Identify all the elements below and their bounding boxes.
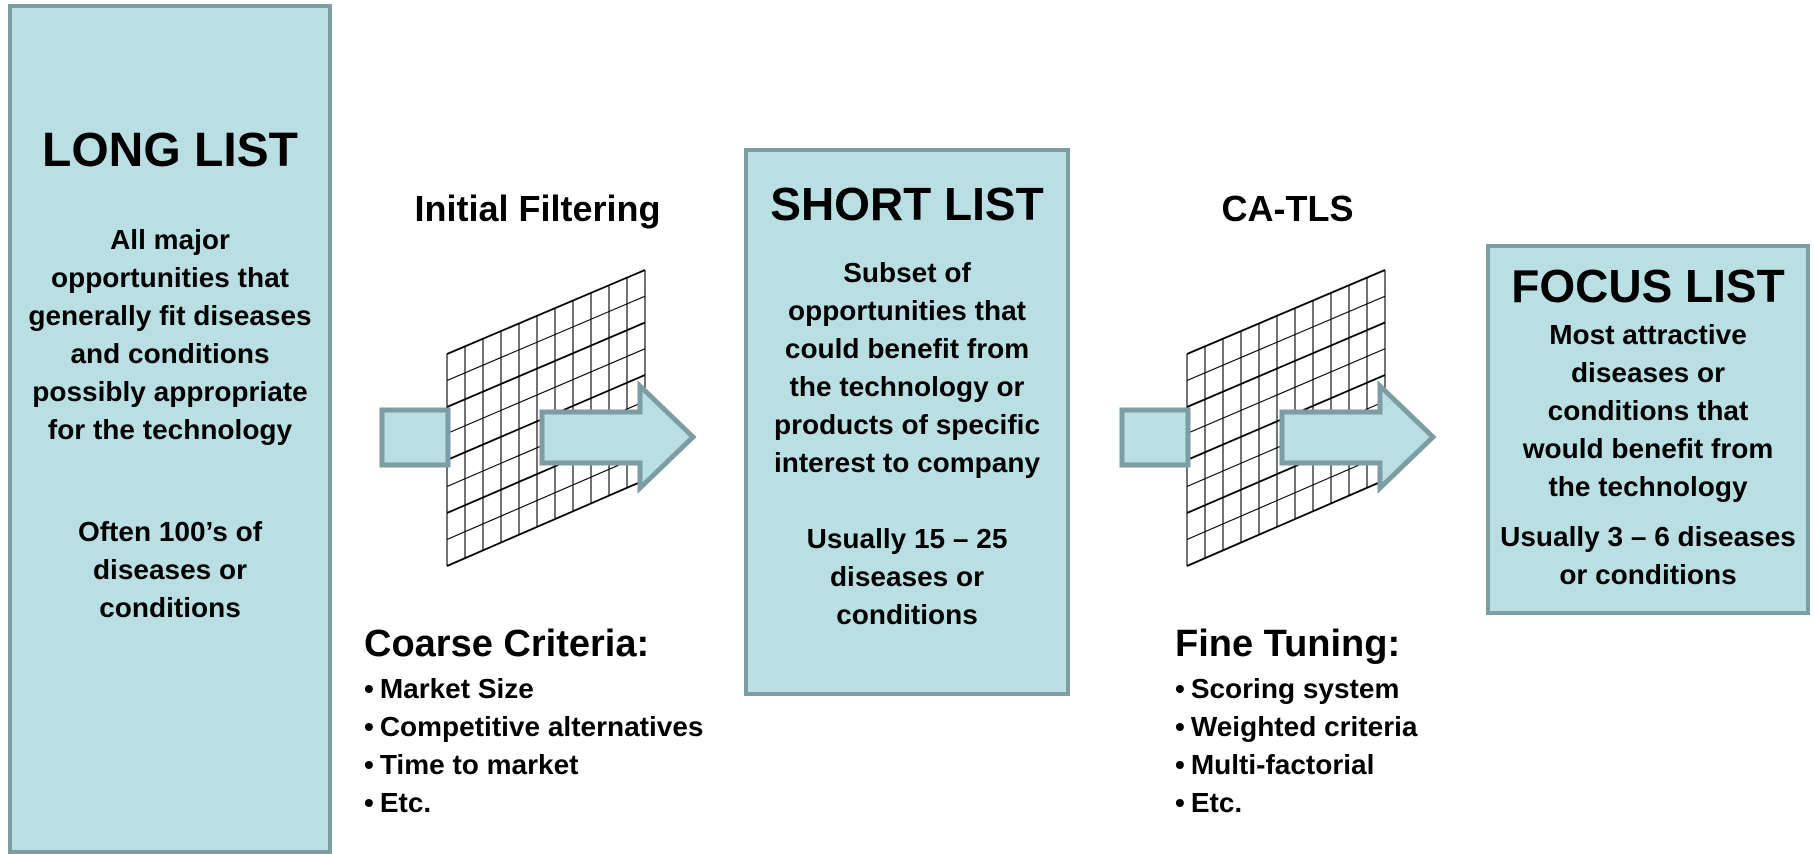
focus-list-description-line: the technology — [1548, 471, 1748, 502]
focus-list-title: FOCUS LIST — [1511, 260, 1785, 312]
grid-line — [1186, 295, 1386, 382]
long-list-count-line: Often 100’s of — [77, 516, 263, 547]
long-list-description: All major opportunities that generally f… — [28, 221, 311, 449]
coarse-criteria-list: Market Size Competitive alternatives Tim… — [364, 670, 704, 822]
output-arrow-icon — [539, 380, 697, 494]
short-list-description-line: opportunities that — [788, 295, 1026, 326]
long-list-description-line: opportunities that — [51, 262, 289, 293]
focus-list-description-line: diseases or — [1570, 357, 1726, 388]
focus-list-count: Usually 3 – 6 diseases or conditions — [1500, 518, 1796, 594]
long-list-description-line: All major — [110, 224, 230, 255]
long-list-count-line: conditions — [99, 592, 241, 623]
long-list-description-line: generally fit diseases — [28, 300, 312, 331]
coarse-criteria-title: Coarse Criteria: — [364, 623, 650, 665]
long-list-description-line: and conditions — [70, 338, 270, 369]
input-arrow-icon — [1119, 407, 1191, 468]
fine-tuning-title: Fine Tuning: — [1175, 623, 1401, 665]
grid-line — [1186, 479, 1386, 567]
short-list-count-line: conditions — [836, 599, 978, 630]
focus-list-description-line: conditions that — [1547, 395, 1749, 426]
focus-list-description: Most attractive diseases or conditions t… — [1523, 316, 1773, 506]
long-list-count: Often 100’s of diseases or conditions — [78, 513, 262, 627]
short-list-description-line: interest to company — [773, 447, 1041, 478]
initial-filtering-filter-icon — [379, 269, 697, 567]
grid-line — [446, 453, 646, 541]
grid-line — [446, 295, 646, 382]
focus-list-box: FOCUS LIST Most attractive diseases or c… — [1486, 244, 1810, 615]
grid-line — [446, 269, 646, 355]
long-list-description-line: for the technology — [47, 414, 293, 445]
list-item: Weighted criteria — [1175, 708, 1418, 746]
grid-line — [446, 348, 646, 435]
short-list-box: SHORT LIST Subset of opportunities that … — [744, 148, 1070, 696]
list-item: Etc. — [364, 784, 703, 822]
short-list-title: SHORT LIST — [770, 178, 1044, 230]
short-list-description-line: Subset of — [843, 257, 971, 288]
long-list-title: LONG LIST — [42, 124, 298, 177]
input-arrow-icon — [379, 407, 451, 468]
short-list-description: Subset of opportunities that could benef… — [774, 254, 1040, 482]
list-item: Etc. — [1175, 784, 1417, 822]
short-list-count: Usually 15 – 25 diseases or conditions — [807, 520, 1008, 634]
ca-tls-filter-icon — [1119, 269, 1437, 567]
list-item: Scoring system — [1175, 670, 1417, 708]
long-list-box: LONG LIST All major opportunities that g… — [8, 4, 332, 854]
focus-list-description-line: would benefit from — [1522, 433, 1774, 464]
initial-filtering-title: Initial Filtering — [414, 188, 661, 229]
ca-tls-title: CA-TLS — [1221, 188, 1354, 229]
fine-tuning-list: Scoring system Weighted criteria Multi-f… — [1175, 670, 1418, 822]
output-arrow-icon — [1279, 380, 1437, 494]
list-item: Competitive alternatives — [364, 708, 704, 746]
grid-line — [1186, 269, 1386, 355]
long-list-description-line: possibly appropriate — [32, 376, 308, 407]
long-list-count-line: diseases or — [92, 554, 248, 585]
grid-line — [446, 321, 646, 408]
focus-list-count-line: or conditions — [1559, 559, 1737, 590]
grid-line — [1186, 348, 1386, 435]
short-list-description-line: the technology or — [789, 371, 1025, 402]
list-item: Market Size — [364, 670, 703, 708]
fine-tuning-criteria: Fine Tuning: Scoring system Weighted cri… — [1175, 622, 1417, 822]
focus-list-count-line: Usually 3 – 6 diseases — [1500, 521, 1796, 552]
grid-line — [1186, 321, 1386, 408]
short-list-description-line: products of specific — [773, 409, 1041, 440]
focus-list-description-line: Most attractive — [1549, 319, 1747, 350]
grid-line — [1186, 453, 1386, 541]
list-item: Multi-factorial — [1175, 746, 1417, 784]
short-list-count-line: Usually 15 – 25 — [806, 523, 1008, 554]
short-list-count-line: diseases or — [829, 561, 985, 592]
list-item: Time to market — [364, 746, 703, 784]
coarse-criteria: Coarse Criteria: Market Size Competitive… — [364, 622, 703, 822]
grid-line — [446, 479, 646, 567]
short-list-description-line: could benefit from — [784, 333, 1030, 364]
